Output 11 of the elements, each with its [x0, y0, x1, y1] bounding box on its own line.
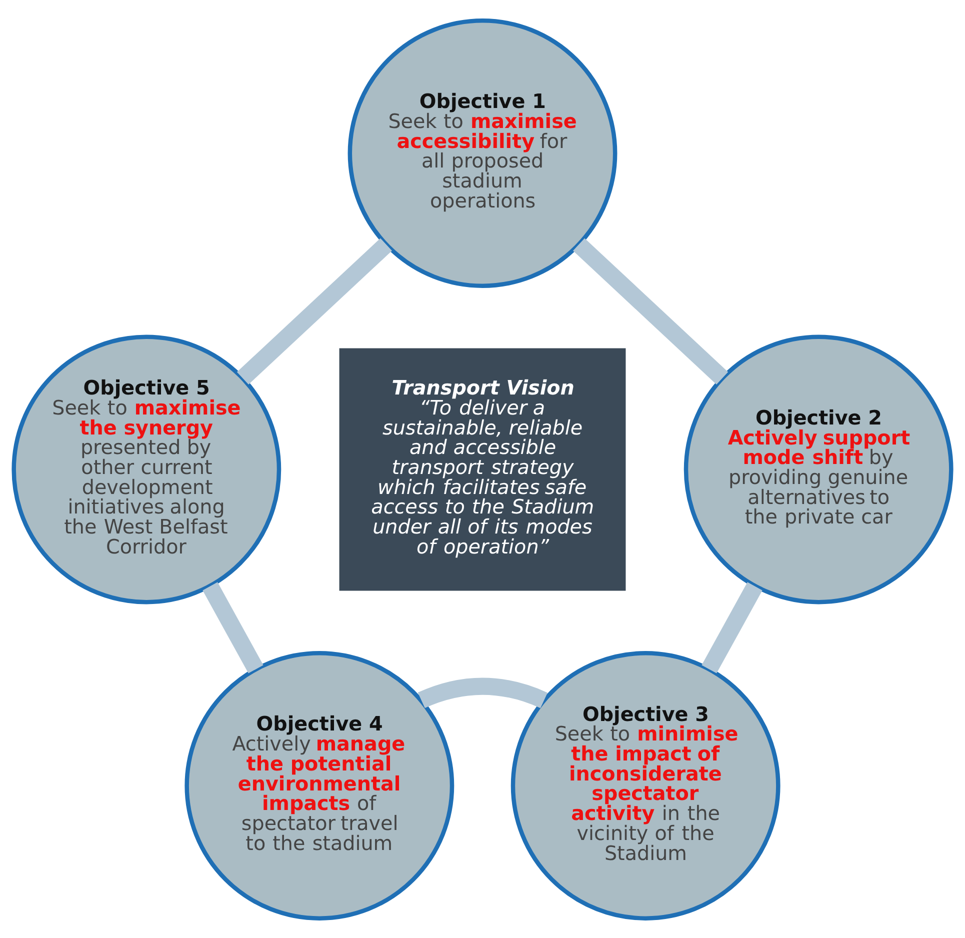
node-circle: Objective 2 Actively support mode shift by providing genuine alternatives to the private car — [684, 334, 954, 604]
connector — [236, 238, 392, 384]
connector — [202, 582, 264, 673]
connector — [573, 238, 728, 384]
node-box: Transport Vision “To deliver a sustainable, reliable and accessible transport strategy which facilitates safe access to the Stadium under all of its modes of operation” — [339, 348, 626, 590]
node-circle: Objective 5 Seek to maximise the synergy presented by other current development initiatives along the West Belfast Corridor — [12, 334, 282, 604]
node-circle: Objective 4 Actively manage the potential environmental impacts of spectator travel to the stadium — [184, 650, 454, 920]
node-circle: Objective 1 Seek to maximise accessibility for all proposed stadium operations — [348, 18, 618, 288]
connector — [702, 582, 762, 673]
connector — [418, 677, 548, 708]
node-circle: Objective 3 Seek to minimise the impact of inconsiderate spectator activity in the vicinity of the Stadium — [510, 650, 780, 920]
